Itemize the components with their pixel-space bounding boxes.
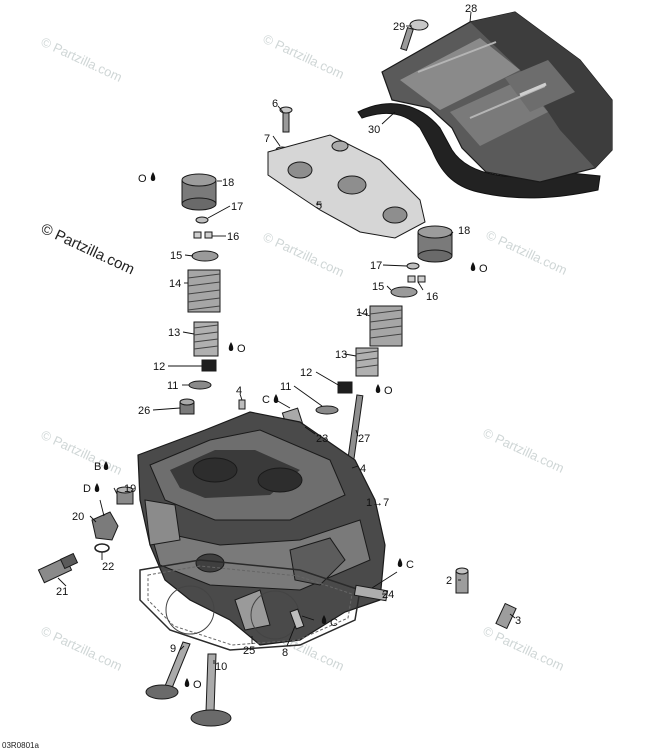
callout-7: 7 [264,133,270,145]
watermark: © Partzilla.com [39,427,125,478]
callout-12-right: 12 [300,367,312,379]
oil-drop-icon [273,394,279,403]
lube-code-o: O [138,173,147,185]
lube-code-o: O [237,343,246,355]
callout-23: 23 [316,433,328,445]
callout-14-right: 14 [356,307,368,319]
watermark: © Partzilla.com [39,34,125,85]
callout-14-left: 14 [169,278,181,290]
callout-22: 22 [102,561,114,573]
callout-labels: 28 29 30 6 7 5 18 17 16 15 14 13 12 11 2… [56,3,521,673]
lubricant-codes: O O O O C B D C C O [83,172,488,691]
callout-25: 25 [243,645,255,657]
callout-16-left: 16 [227,231,239,243]
callout-11-right: 11 [280,381,291,393]
callout-4-right: 4 [360,463,366,475]
callout-24: 24 [382,589,394,601]
valve-cover-gasket [357,103,601,199]
callout-11-left: 11 [167,380,178,392]
cover-bolt [400,19,429,52]
callout-13-left: 13 [168,327,180,339]
oil-drop-icon [228,342,234,351]
oil-drop-icon [103,461,109,470]
callout-30: 30 [368,124,380,136]
oil-drop-icon [321,615,327,624]
watermark: © Partzilla.com [261,229,347,280]
oil-drop-icon [94,483,100,492]
left-valve-train [179,173,221,415]
callout-19: 19 [124,483,136,495]
callout-21: 21 [56,586,68,598]
callout-28: 28 [465,3,477,15]
valves [145,641,232,727]
callout-10: 10 [215,661,227,673]
lube-code-o: O [384,385,393,397]
callout-9: 9 [170,643,176,655]
callout-29: 29 [393,21,405,33]
oil-drop-icon [150,172,156,181]
oil-drop-icon [184,678,190,687]
callout-17-right: 17 [370,260,382,272]
oil-drop-icon [397,558,403,567]
lube-code-d: D [83,483,91,495]
callout-1-see-7: 1→7 [366,497,389,509]
lube-code-c: C [406,559,414,571]
lube-code-b: B [94,461,101,473]
callout-17-left: 17 [231,201,243,213]
lube-code-c: C [262,394,270,406]
watermark: © Partzilla.com [484,227,570,278]
watermark: © Partzilla.com [481,425,567,476]
lube-code-o: O [479,263,488,275]
callout-15-right: 15 [372,281,384,293]
dowels-and-sleeves [289,567,517,630]
drawing-code: 03R0801a [2,741,39,750]
watermark: © Partzilla.com [481,623,567,674]
callout-27: 27 [358,433,370,445]
callout-20: 20 [72,511,84,523]
callout-12-left: 12 [153,361,165,373]
callout-18-right: 18 [458,225,470,237]
copyright-text: © Partzilla.com [38,220,137,278]
callout-6: 6 [272,98,278,110]
watermark: © Partzilla.com [39,623,125,674]
callout-15-left: 15 [170,250,182,262]
callout-4-top: 4 [236,385,242,397]
side-fittings [37,486,134,584]
callout-5: 5 [316,200,322,212]
callout-26: 26 [138,405,150,417]
cylinder-head [137,411,386,646]
callout-16-right: 16 [426,291,438,303]
lube-code-c: C [330,617,338,629]
callout-8: 8 [282,647,288,659]
lube-code-o: O [193,679,202,691]
camshaft-bearing-cap [267,134,426,239]
leader-lines [57,11,516,664]
watermark: © Partzilla.com [261,31,347,82]
callout-18-left: 18 [222,177,234,189]
right-valve-train [238,225,453,480]
callout-2: 2 [446,575,452,587]
oil-drop-icon [375,384,381,393]
callout-3: 3 [515,615,521,627]
oil-drop-icon [470,262,476,271]
callout-13-right: 13 [335,349,347,361]
valve-cover-assembly [357,11,613,199]
